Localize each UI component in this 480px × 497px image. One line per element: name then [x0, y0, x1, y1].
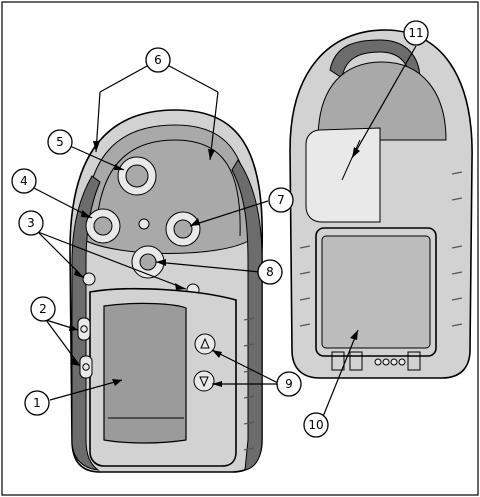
side-button-lower — [79, 355, 93, 379]
callout-3-label: 3 — [27, 216, 35, 230]
callout-10-label: 10 — [308, 418, 323, 432]
charging-contacts — [331, 351, 421, 371]
callout-8: 8 — [257, 259, 283, 285]
back-inner-arch — [317, 61, 447, 141]
back-ribs — [299, 171, 463, 327]
down-button — [193, 370, 215, 392]
arrowheads — [69, 141, 360, 387]
back-device — [289, 29, 473, 379]
back-label — [321, 235, 431, 349]
callout-7-label: 7 — [277, 193, 285, 207]
callout-11: 11 — [403, 20, 429, 46]
belt-clip — [305, 127, 381, 223]
callout-6: 6 — [145, 47, 171, 73]
sensor-top — [117, 156, 157, 196]
lcd-screen — [103, 302, 187, 444]
callout-6-label: 6 — [154, 53, 162, 67]
front-device — [69, 109, 264, 473]
callout-4-label: 4 — [20, 174, 28, 188]
callout-5-label: 5 — [56, 135, 64, 149]
callout-1: 1 — [24, 390, 50, 416]
callout-7: 7 — [268, 187, 294, 213]
sensor-bottom — [131, 245, 165, 279]
sensor-dome — [83, 124, 251, 254]
callout-5: 5 — [47, 129, 73, 155]
callout-8-label: 8 — [266, 265, 274, 279]
belt-clip-shading — [341, 139, 361, 181]
callout-1-label: 1 — [33, 396, 41, 410]
sensor-center-vent — [138, 218, 150, 230]
callout-9: 9 — [276, 371, 302, 397]
callout-4: 4 — [11, 168, 37, 194]
front-ribs — [243, 317, 255, 451]
callout-10: 10 — [303, 412, 329, 438]
sensor-right — [165, 211, 201, 247]
callout-2-label: 2 — [39, 302, 47, 316]
callout-3: 3 — [18, 210, 44, 236]
callout-11-label: 11 — [408, 26, 423, 40]
callout-9-label: 9 — [285, 377, 293, 391]
led-left — [82, 272, 96, 286]
sensor-left — [85, 208, 121, 244]
dome-rim — [95, 139, 241, 237]
callout-2: 2 — [30, 296, 56, 322]
side-button-upper — [77, 317, 91, 341]
up-button — [194, 333, 216, 355]
